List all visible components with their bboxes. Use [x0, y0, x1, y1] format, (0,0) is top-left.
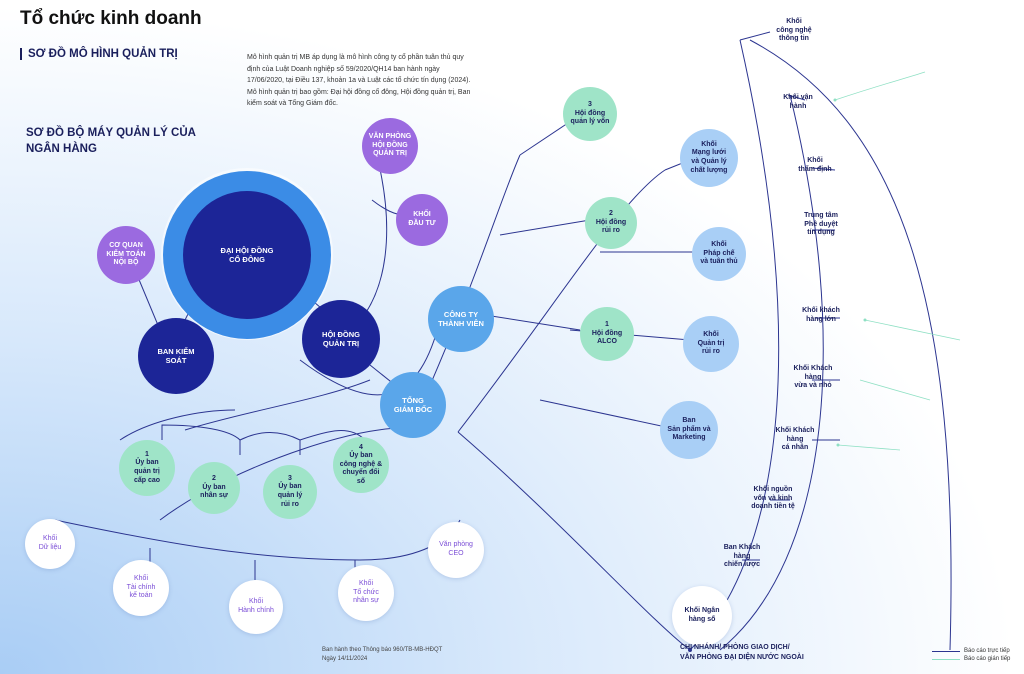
legend-indirect-label: Báo cáo gián tiếp: [964, 656, 1011, 662]
section-title-management: SƠ ĐỒ BỘ MÁY QUẢN LÝ CỦA NGÂN HÀNG: [26, 127, 196, 155]
outer-unit-digital: Khối Ngân hàng số: [684, 607, 720, 623]
council-label: 3 Hội đồng quản lý vốn: [570, 101, 610, 126]
outer-unit-digital-circle[interactable]: Khối Ngân hàng số: [672, 586, 732, 646]
footnote: Ban hành theo Thông báo 960/TB-MB-HĐQT N…: [322, 647, 443, 662]
page-title: Tổ chức kinh doanh: [20, 8, 202, 29]
vp-hdqt-circle[interactable]: VĂN PHÒNG HỘI ĐỒNG QUẢN TRỊ: [362, 118, 418, 174]
committee-label: 3 Ủy ban quản lý rủi ro: [277, 474, 303, 508]
tgd-label: TỔNG GIÁM ĐỐC: [393, 395, 433, 415]
support-unit-label: Khối Hành chính: [238, 598, 274, 614]
mid-unit-label: Khối Mạng lưới và Quản lý chất lượng: [690, 140, 728, 174]
support-unit-admin[interactable]: Khối Hành chính: [229, 580, 283, 634]
committee-3[interactable]: 3 Ủy ban quản lý rủi ro: [263, 465, 317, 519]
outer-unit-credit-center[interactable]: Trung tâm Phê duyệt tín dụng: [804, 212, 838, 237]
support-unit-data[interactable]: Khối Dữ liệu: [25, 519, 75, 569]
tgd-circle[interactable]: TỔNG GIÁM ĐỐC: [380, 372, 446, 438]
committee-label: 1 Ủy ban quản trị cấp cao: [133, 450, 161, 484]
outer-unit-large-customers[interactable]: Khối khách hàng lớn: [802, 307, 840, 323]
support-unit-label: Khối Tài chính kế toán: [126, 575, 156, 600]
outer-unit-sme[interactable]: Khối Khách hàng vừa và nhỏ: [793, 365, 833, 390]
mid-unit-network[interactable]: Khối Mạng lưới và Quản lý chất lượng: [680, 129, 738, 187]
vp-hdqt-label: VĂN PHÒNG HỘI ĐỒNG QUẢN TRỊ: [368, 133, 412, 158]
support-unit-ceo-office[interactable]: Văn phòng CEO: [428, 522, 484, 578]
support-unit-finance[interactable]: Khối Tài chính kế toán: [113, 560, 169, 616]
ktnb-label: CƠ QUAN KIỂM TOÁN NỘI BỘ: [106, 242, 146, 267]
outer-unit-appraisal[interactable]: Khối thẩm định: [798, 157, 832, 173]
support-unit-label: Khối Tổ chức nhân sự: [353, 580, 379, 605]
khoi-dautu-label: KHỐI ĐẦU TƯ: [408, 211, 436, 227]
dhdcd-label: ĐẠI HỘI ĐỒNG CỔ ĐÔNG: [220, 245, 274, 265]
legend-direct-label: Báo cáo trực tiếp: [964, 648, 1010, 654]
council-capital[interactable]: 3 Hội đồng quản lý vốn: [563, 87, 617, 141]
dhdcd-circle[interactable]: ĐẠI HỘI ĐỒNG CỔ ĐÔNG: [183, 191, 311, 319]
description-text: Mô hình quản trị MB áp dụng là mô hình c…: [247, 54, 471, 107]
committee-1[interactable]: 1 Ủy ban quản trị cấp cao: [119, 440, 175, 496]
ctytv-label: CÔNG TY THÀNH VIÊN: [438, 309, 484, 329]
hdqt-circle[interactable]: HỘI ĐỒNG QUẢN TRỊ: [302, 300, 380, 378]
committee-4[interactable]: 4 Ủy ban công nghệ & chuyển đổi số: [333, 437, 389, 493]
section-title-governance: SƠ ĐỒ MÔ HÌNH QUẢN TRỊ: [20, 48, 238, 60]
mid-unit-product[interactable]: Ban Sản phẩm và Marketing: [660, 401, 718, 459]
council-label: 2 Hội đồng rủi ro: [595, 210, 627, 235]
outer-unit-it[interactable]: Khối công nghệ thông tin: [776, 18, 812, 43]
council-alco[interactable]: 1 Hội đồng ALCO: [580, 307, 634, 361]
mid-unit-label: Khối Pháp chế và tuân thủ: [700, 241, 738, 266]
bks-circle[interactable]: BAN KIỂM SOÁT: [138, 318, 214, 394]
outer-unit-treasury[interactable]: Khối nguồn vốn và kinh doanh tiền tệ: [751, 486, 795, 511]
legend-indirect: Báo cáo gián tiếp: [932, 656, 1010, 662]
council-label: 1 Hội đồng ALCO: [591, 321, 623, 346]
legend-direct: Báo cáo trực tiếp: [932, 648, 1010, 654]
bks-label: BAN KIỂM SOÁT: [157, 346, 195, 366]
support-unit-label: Văn phòng CEO: [439, 541, 473, 557]
committee-label: 4 Ủy ban công nghệ & chuyển đổi số: [339, 443, 383, 485]
ctytv-circle[interactable]: CÔNG TY THÀNH VIÊN: [428, 286, 494, 352]
outer-unit-retail[interactable]: Khối Khách hàng cá nhân: [775, 427, 815, 452]
branch-network-label: CHI NHÁNH/ PHÒNG GIAO DỊCH/ VĂN PHÒNG ĐẠ…: [680, 644, 804, 661]
support-unit-hr[interactable]: Khối Tổ chức nhân sự: [338, 565, 394, 621]
outer-unit-strategic[interactable]: Ban Khách hàng chiến lược: [723, 544, 761, 569]
council-risk[interactable]: 2 Hội đồng rủi ro: [585, 197, 637, 249]
mid-unit-label: Ban Sản phẩm và Marketing: [667, 417, 711, 442]
committee-2[interactable]: 2 Ủy ban nhân sự: [188, 462, 240, 514]
committee-label: 2 Ủy ban nhân sự: [200, 475, 228, 500]
mid-unit-risk[interactable]: Khối Quản trị rủi ro: [683, 316, 739, 372]
mid-unit-legal[interactable]: Khối Pháp chế và tuân thủ: [692, 227, 746, 281]
hdqt-label: HỘI ĐỒNG QUẢN TRỊ: [322, 329, 360, 349]
mid-unit-label: Khối Quản trị rủi ro: [697, 331, 725, 356]
ktnb-circle[interactable]: CƠ QUAN KIỂM TOÁN NỘI BỘ: [97, 226, 155, 284]
legend: Báo cáo trực tiếp Báo cáo gián tiếp: [932, 648, 1010, 664]
khoi-dautu-circle[interactable]: KHỐI ĐẦU TƯ: [396, 194, 448, 246]
support-unit-label: Khối Dữ liệu: [38, 535, 62, 551]
outer-unit-operations[interactable]: Khối vận hành: [783, 94, 813, 110]
